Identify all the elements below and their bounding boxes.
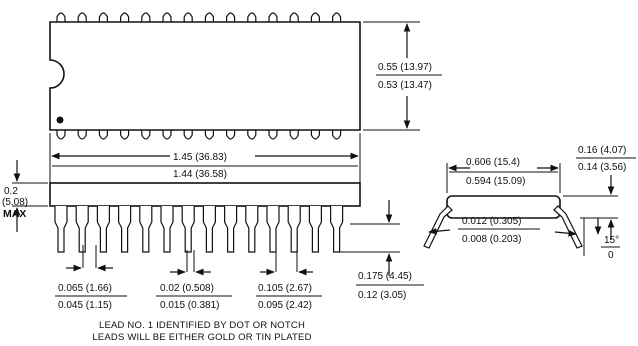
top-pin-upper [141,12,151,22]
package-body-top [49,21,361,131]
top-view [49,12,361,140]
top-pin-lower [183,130,193,140]
lead-upper-width-max: 0.065 (1.66) [58,283,112,294]
top-pin-lower [226,130,236,140]
side-view [49,182,361,253]
lead-upper-width-min: 0.045 (1.15) [58,300,112,311]
top-pin-lower [268,130,278,140]
width-min-label: 0.53 (13.47) [378,80,432,91]
top-pin-upper [77,12,87,22]
row-spacing-max: 0.606 (15.4) [466,157,520,168]
length-dimension: 1.45 (36.83) 1.44 (36.58) [49,133,361,183]
height-dimension: 0.2 (5.08) MAX [2,160,48,232]
end-lead-left [423,205,453,249]
top-pin-lower [289,130,299,140]
top-pin-upper [120,12,130,22]
top-pin-upper [98,12,108,22]
lead-pitch-min: 0.095 (2.42) [258,300,312,311]
width-max-label: 0.55 (13.97) [378,62,432,73]
width-dimension: 0.55 (13.97) 0.53 (13.47) [363,21,442,131]
lead-thickness-min: 0.008 (0.203) [462,234,522,245]
side-lead [245,206,259,253]
top-pin-upper [204,12,214,22]
top-pin-upper [226,12,236,22]
lead-pitch-dimension: 0.105 (2.67) 0.095 (2.42) [256,250,322,311]
lead-angle-min: 0 [608,250,614,261]
top-pin-upper [268,12,278,22]
top-pin-upper [56,12,66,22]
side-lead [118,206,132,253]
top-pins-upper [56,12,342,22]
top-pin-upper [332,12,342,22]
top-pin-lower [204,130,214,140]
end-lead-right [553,205,583,249]
top-pin-lower [162,130,172,140]
height-max-word: MAX [3,208,26,220]
side-lead [202,206,216,253]
side-pins [54,206,344,253]
height-max-in: 0.2 [4,186,18,197]
row-spacing-dimension: 0.606 (15.4) 0.594 (15.09) [446,157,561,193]
note-line-1: LEAD NO. 1 IDENTIFIED BY DOT OR NOTCH [99,320,305,331]
side-lead [139,206,153,253]
side-lead [75,206,89,253]
lead-angle-max: 15° [604,235,619,246]
top-pin-lower [98,130,108,140]
lead-thickness-max: 0.012 (0.305) [462,216,522,227]
height-max-mm: (5.08) [2,197,28,208]
side-lead [160,206,174,253]
lead-length-dimension: 0.175 (4.45) 0.12 (3.05) [340,200,424,301]
top-pin-upper [247,12,257,22]
side-lead [181,206,195,253]
top-pin-lower [310,130,320,140]
side-lead [96,206,110,253]
side-lead [54,206,68,253]
top-pins-lower [56,130,342,140]
side-lead [287,206,301,253]
lead-length-min-label: 0.12 (3.05) [358,290,406,301]
lead-angle-dimension: 15° 0 [583,218,620,261]
seat-height-max: 0.16 (4.07) [578,145,626,156]
top-pin-upper [183,12,193,22]
end-view [423,195,583,249]
lead-pitch-max: 0.105 (2.67) [258,283,312,294]
package-body-side [49,182,361,207]
note-line-2: LEADS WILL BE EITHER GOLD OR TIN PLATED [92,332,311,343]
lead-width-max: 0.02 (0.508) [160,283,214,294]
top-pin-lower [77,130,87,140]
seat-height-min: 0.14 (3.56) [578,162,626,173]
top-pin-lower [247,130,257,140]
top-pin-lower [120,130,130,140]
pin1-dot-icon [56,116,64,124]
seat-height-dimension: 0.16 (4.07) 0.14 (3.56) [563,145,636,240]
package-body-end [446,195,561,219]
side-lead [224,206,238,253]
top-pin-upper [289,12,299,22]
side-lead [266,206,280,253]
lead-width-dimension: 0.02 (0.508) 0.015 (0.381) [156,250,232,311]
lead-length-max-label: 0.175 (4.45) [358,271,412,282]
top-pin-lower [141,130,151,140]
lead-thickness-dimension: 0.012 (0.305) 0.008 (0.203) [428,216,577,245]
side-lead [330,206,344,253]
length-max-label: 1.45 (36.83) [173,152,227,163]
row-spacing-min: 0.594 (15.09) [466,176,526,187]
top-pin-lower [332,130,342,140]
top-pin-upper [162,12,172,22]
lead-width-min: 0.015 (0.381) [160,300,220,311]
top-pin-upper [310,12,320,22]
length-min-label: 1.44 (36.58) [173,169,227,180]
side-lead [308,206,322,253]
top-pin-lower [56,130,66,140]
lead-upper-width-dimension: 0.065 (1.66) 0.045 (1.15) [55,245,127,311]
